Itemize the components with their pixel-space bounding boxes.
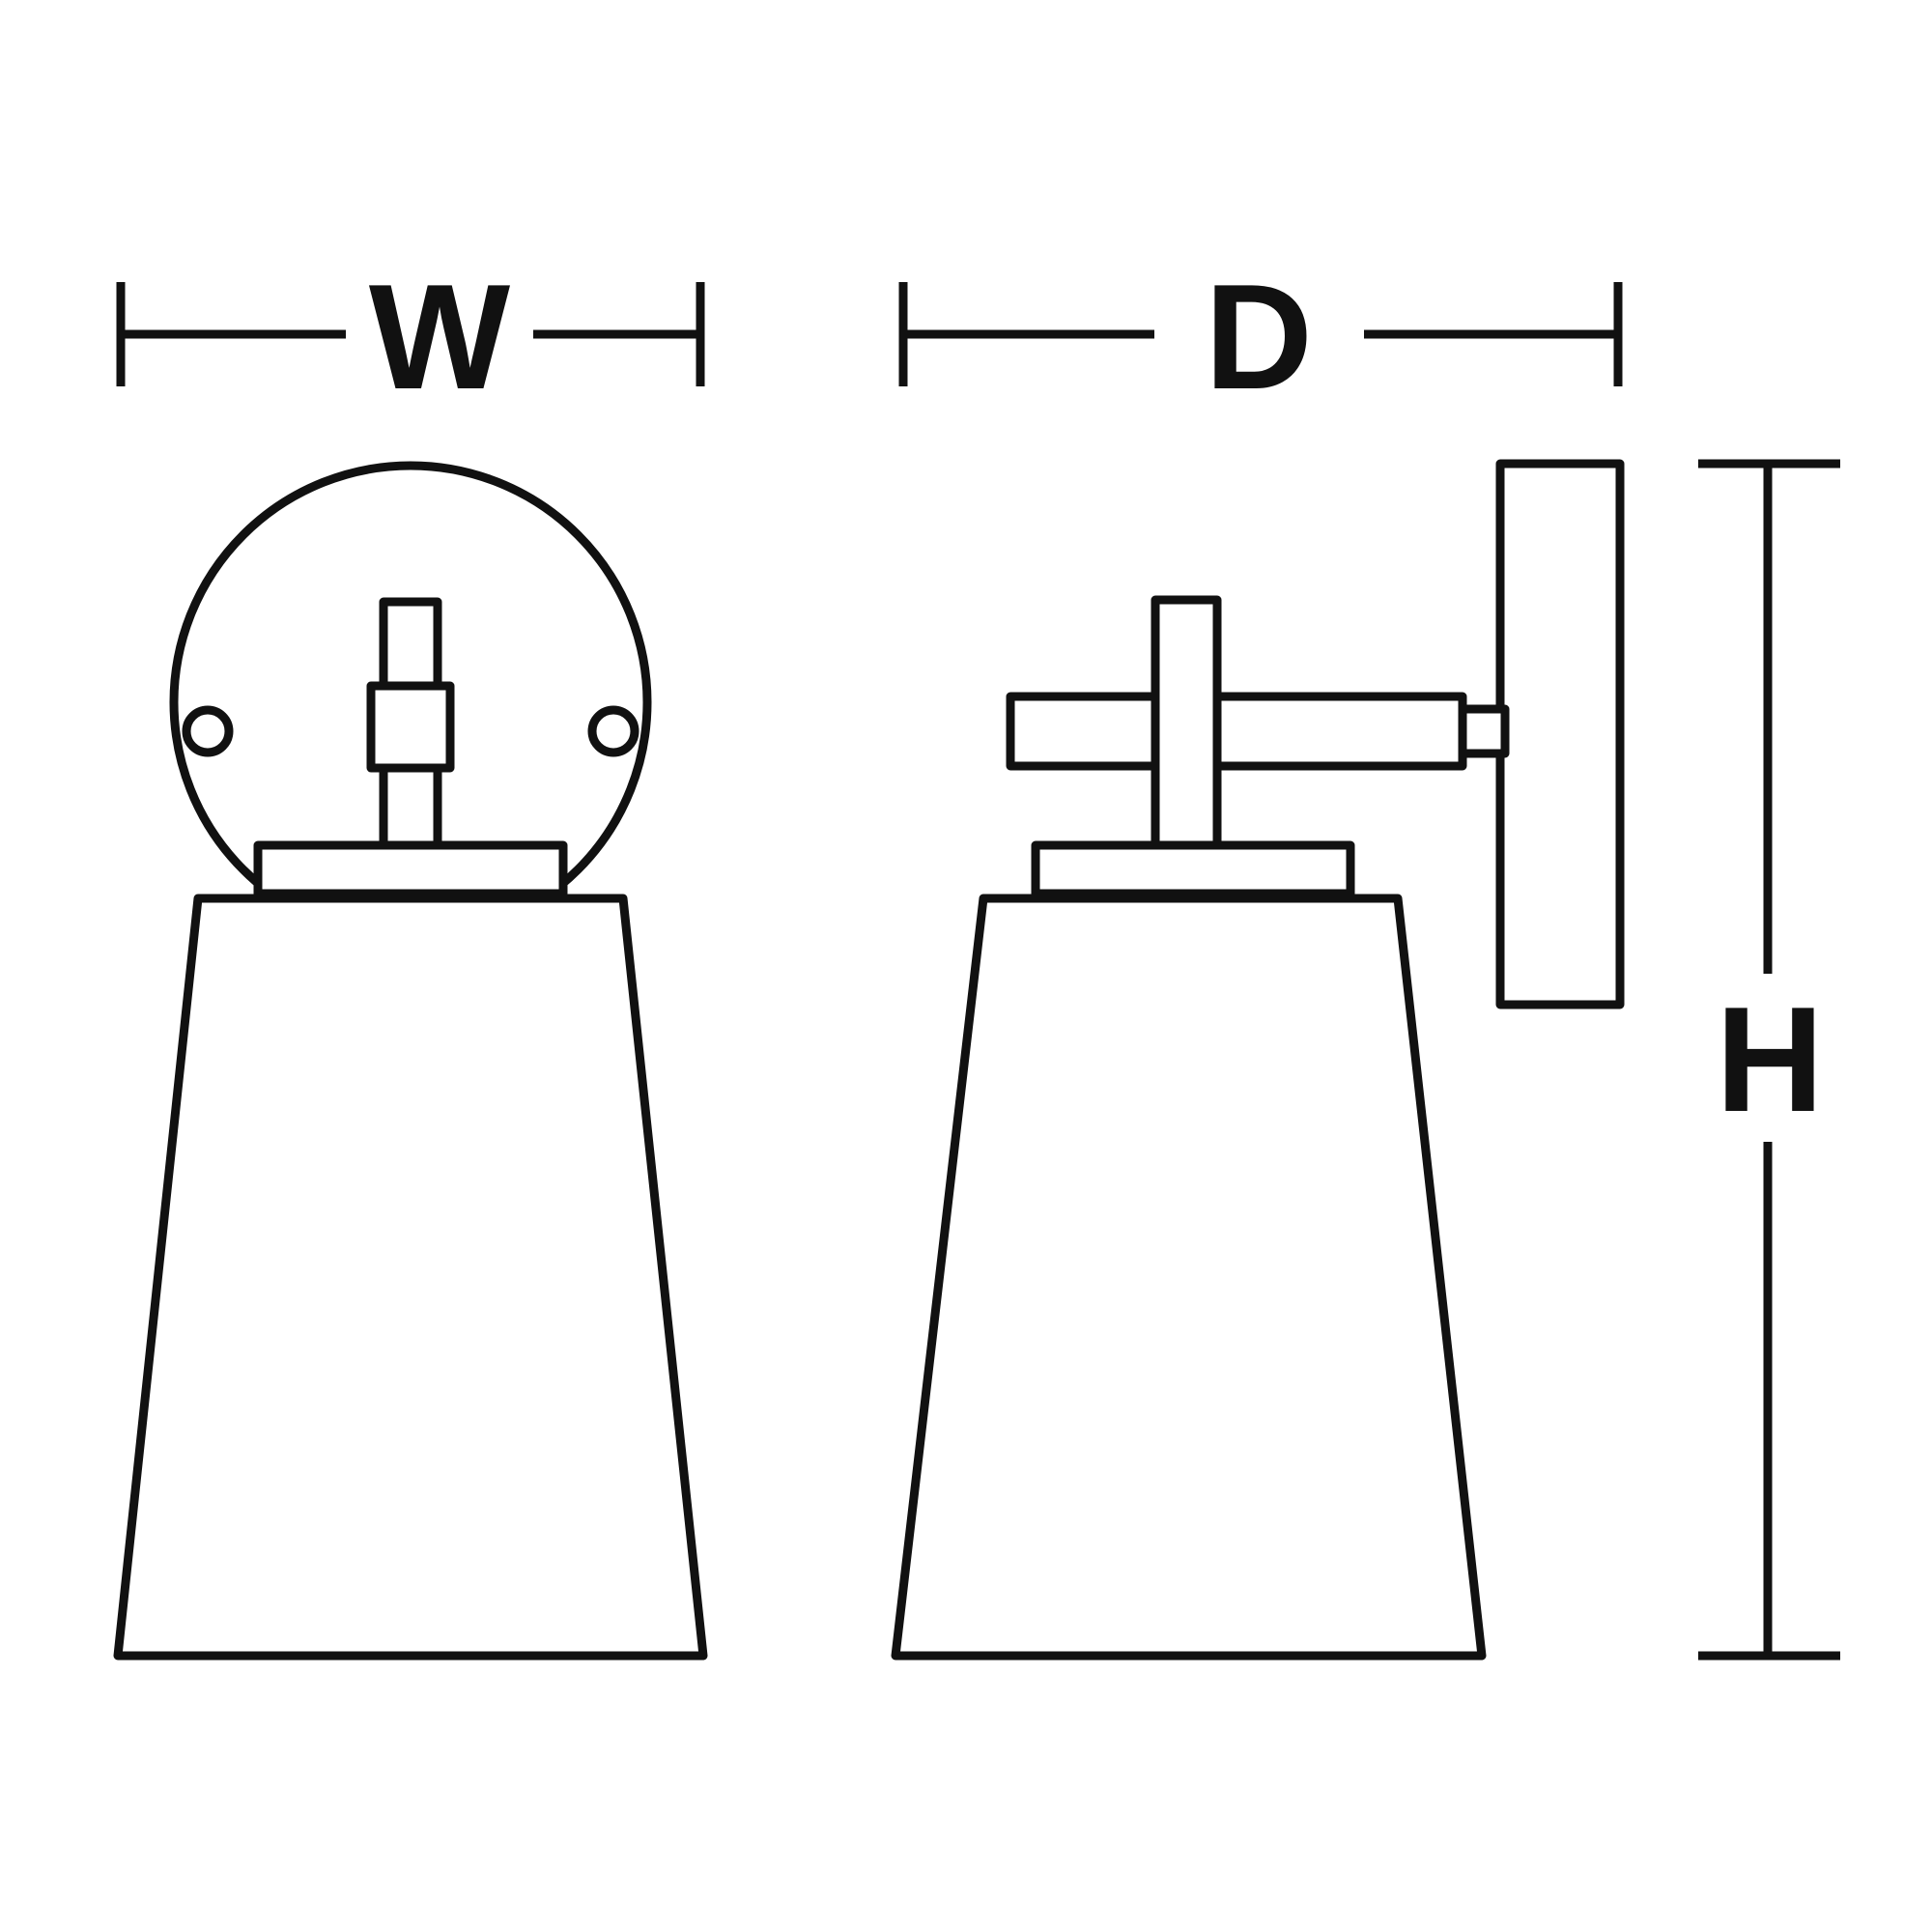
wall-plate: [1495, 459, 1625, 1009]
stem-post-side: [1151, 595, 1222, 850]
mounting-bracket: [253, 840, 568, 898]
side-view: [891, 459, 1625, 1661]
arm-connector: [1458, 704, 1510, 758]
mounting-bracket-side: [1031, 840, 1355, 898]
screw-hole-right: [587, 705, 639, 757]
height-dimension: H: [1698, 459, 1840, 1661]
stem-nut: [366, 681, 455, 773]
width-label: W: [369, 253, 511, 420]
depth-label: D: [1205, 253, 1313, 420]
depth-dimension: D: [898, 253, 1623, 420]
height-label: H: [1716, 976, 1824, 1143]
screw-hole-left: [182, 705, 234, 757]
shade-side: [891, 894, 1487, 1661]
front-view: [113, 461, 708, 1661]
width-dimension: W: [116, 253, 705, 420]
mounting-arm: [1006, 692, 1467, 771]
shade: [113, 894, 708, 1661]
